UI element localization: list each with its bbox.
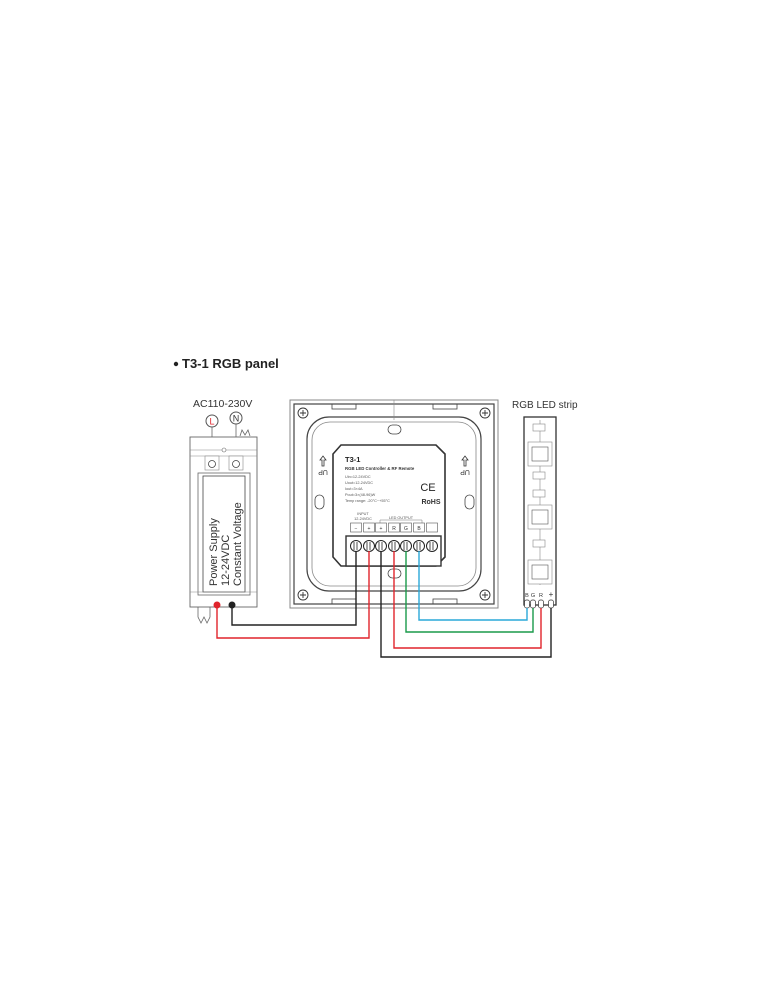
up-arrow-icon [461, 455, 469, 467]
strip-pin [530, 599, 536, 609]
terminal-label: R [392, 526, 396, 532]
live-label: L [209, 417, 214, 427]
black-negative-wire [231, 551, 357, 626]
terminal-label-box [413, 522, 425, 533]
model-label: T3-1 [345, 455, 360, 464]
screw-icon [208, 460, 216, 468]
up-arrow-icon [319, 455, 327, 467]
power-supply: AC110-230V L N Power Supply 12-24VDC Con… [189, 398, 258, 624]
neutral-label: N [233, 414, 240, 424]
strip-pin-label: + [549, 590, 554, 599]
terminal-label: + [380, 526, 383, 532]
rohs-mark: RoHS [421, 499, 440, 506]
wires [213, 551, 552, 658]
spec-line: Uin=12-24VDC [345, 475, 371, 479]
strip-pin-label: R [539, 593, 543, 599]
input-voltage: 12-24VDC [354, 517, 372, 521]
red-channel-wire [393, 551, 542, 649]
strip-pin [538, 599, 544, 609]
up-label-right: UP [460, 468, 470, 475]
ac-input-label: AC110-230V [193, 398, 252, 410]
terminal-label: B [417, 526, 421, 532]
spec-line: Uout=12-24VDC [345, 481, 373, 485]
red-positive-wire [216, 551, 370, 639]
psu-type: Constant Voltage [232, 502, 244, 586]
spec-line: Pout=3×(48-96)W [345, 493, 376, 497]
strip-pin [524, 599, 530, 609]
terminal-screw-icon [375, 540, 387, 552]
module-subtitle: RGB LED Controller & RF Remote [345, 466, 415, 471]
strip-pin-label: B [525, 593, 529, 599]
terminal-label: + [368, 526, 371, 532]
terminal-label: G [404, 526, 408, 532]
psu-negative-terminal [228, 601, 236, 609]
terminal-label-box [363, 522, 375, 533]
psu-label: Power Supply [208, 518, 220, 586]
t3-1-panel: UP UP T3-1 RGB LED Controller & RF Remot… [289, 399, 499, 609]
terminal-screw-icon [350, 540, 362, 552]
terminal-screw-icon [426, 540, 438, 552]
strip-pin-label: G [531, 593, 535, 599]
green-channel-wire [405, 551, 534, 633]
strip-pin [548, 599, 554, 609]
terminal-label-box [375, 522, 387, 533]
diagram-title: T3-1 RGB panel [182, 356, 279, 371]
ce-mark: CE [420, 482, 435, 494]
screw-icon [232, 460, 240, 468]
spec-line: Temp range: -20°C~+55°C [345, 499, 390, 503]
terminal-label-box [400, 522, 412, 533]
psu-voltage: 12-24VDC [220, 535, 232, 586]
terminal-label-box [388, 522, 400, 533]
terminal-label: − [355, 526, 358, 532]
terminal-screw-icon [413, 540, 425, 552]
terminal-screw-icon [363, 540, 375, 552]
black-common-wire [380, 551, 552, 658]
strip-label: RGB LED strip [512, 400, 578, 411]
bullet-icon [173, 361, 179, 367]
terminal-screw-icon [400, 540, 412, 552]
input-label: INPUT [357, 512, 369, 516]
spec-line: Iout=3×4A [345, 487, 363, 491]
terminal-screw-icon [388, 540, 400, 552]
blue-channel-wire [418, 551, 528, 621]
up-label-left: UP [318, 468, 328, 475]
terminal-label-box [426, 522, 438, 533]
terminal-label-box [350, 522, 362, 533]
psu-positive-terminal [213, 601, 221, 609]
output-label: LED OUTPUT [389, 516, 414, 520]
